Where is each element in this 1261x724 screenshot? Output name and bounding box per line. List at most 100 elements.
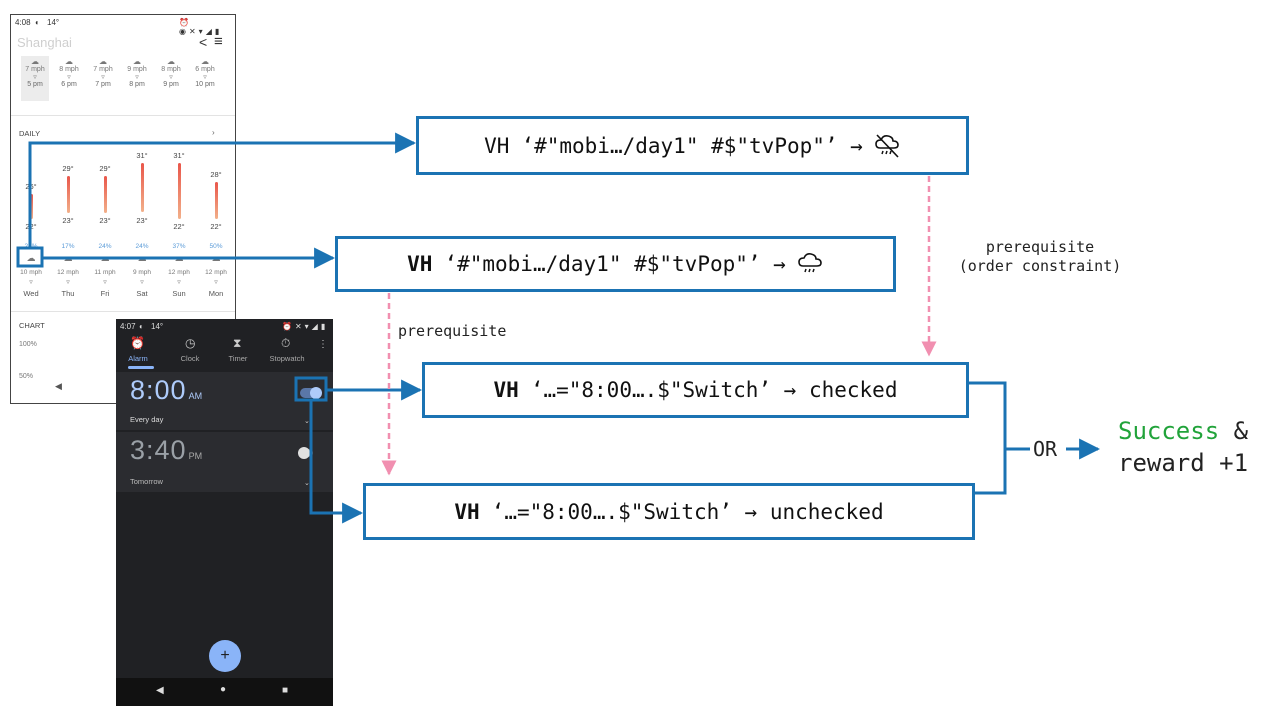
stopwatch-tab-icon[interactable]: ⏱ — [281, 336, 291, 350]
back-nav-icon[interactable]: ◀ — [156, 685, 164, 696]
chart-axis-100: 100% — [19, 341, 37, 348]
alarm-repeat: Tomorrow — [130, 477, 163, 486]
status-weather-icon: ◐ — [139, 322, 144, 331]
hourly-item[interactable]: ☁6 mph▿10 pm — [189, 57, 221, 88]
condition-box-weather-top: VH‘#"mobi…/day1" #$"tvPop"’ → — [416, 116, 969, 175]
condition-text: ‘…="8:00….$"Switch’ → checked — [530, 378, 898, 402]
alarm-ampm: PM — [188, 451, 203, 461]
daily-rain-chance: 24% — [98, 243, 112, 250]
status-temp: 14° — [47, 18, 60, 27]
hourly-wind: 8 mph — [161, 66, 181, 73]
overflow-menu-icon[interactable]: ⋮ — [318, 339, 328, 350]
tab-alarm[interactable]: Alarm — [128, 354, 148, 363]
wind-direction-icon: ▿ — [101, 74, 105, 81]
hourly-item[interactable]: ☁8 mph▿6 pm — [53, 57, 85, 88]
hourly-wind: 7 mph — [25, 66, 45, 73]
daily-wind: 10 mph — [20, 269, 42, 276]
wind-direction-icon: ▿ — [67, 74, 71, 81]
hourly-item[interactable]: ☁7 mph▿5 pm — [19, 57, 51, 88]
cloud-icon: ☁ — [201, 57, 209, 66]
vh-prefix: VH — [407, 252, 433, 276]
cloud-icon: ☁ — [99, 57, 107, 66]
tab-timer[interactable]: Timer — [228, 354, 248, 363]
arrow-to-unchecked-box — [309, 400, 364, 524]
recents-nav-icon[interactable]: ■ — [282, 685, 289, 696]
success-label: Success & reward +1 — [1118, 415, 1248, 479]
daily-high: 28° — [210, 169, 222, 179]
alarm-time: 3:40 — [130, 435, 187, 465]
add-alarm-button[interactable]: + — [209, 640, 241, 672]
chevron-down-icon[interactable]: ⌄ — [304, 480, 310, 487]
wind-direction-icon: ▿ — [103, 279, 107, 286]
daily-rain-chance: 17% — [61, 243, 75, 250]
status-time: 4:07 — [120, 322, 136, 331]
daily-low: 23° — [62, 215, 74, 225]
temp-range-bar — [215, 181, 218, 219]
hourly-item[interactable]: ☁8 mph▿9 pm — [155, 57, 187, 88]
daily-low: 22° — [210, 221, 222, 231]
status-time: 4:08 — [15, 18, 31, 27]
hourly-wind: 6 mph — [195, 66, 215, 73]
hourly-wind: 8 mph — [59, 66, 79, 73]
tab-clock[interactable]: Clock — [180, 354, 200, 363]
hourly-time: 9 pm — [163, 81, 179, 88]
cloud-icon: ☁ — [133, 57, 141, 66]
daily-wind: 11 mph — [94, 269, 116, 276]
switch-thumb — [310, 387, 322, 399]
arrow-to-top-box — [28, 132, 417, 248]
success-word: Success — [1118, 417, 1220, 445]
condition-box-weather-mid: VH ‘#"mobi…/day1" #$"tvPop"’ → — [335, 236, 896, 292]
alarm-time: 8:00 — [130, 375, 187, 405]
status-icons: ⏰◉✕▾◢▮ — [179, 18, 223, 36]
daily-high: 29° — [62, 163, 74, 173]
daily-day: Thu — [61, 289, 75, 298]
daily-high: 31° — [136, 151, 148, 161]
temp-range-bar — [67, 175, 70, 213]
hourly-item[interactable]: ☁9 mph▿8 pm — [121, 57, 153, 88]
wind-direction-icon: ▿ — [66, 279, 70, 286]
clock-tab-icon[interactable]: ◷ — [185, 336, 196, 350]
hourly-time: 10 pm — [195, 81, 215, 88]
condition-text: ‘…="8:00….$"Switch’ → unchecked — [491, 499, 884, 524]
reward-text: reward +1 — [1118, 449, 1249, 477]
daily-high: 31° — [173, 151, 185, 161]
divider — [11, 311, 235, 312]
hourly-item[interactable]: ☁7 mph▿7 pm — [87, 57, 119, 88]
alarm-repeat: Every day — [130, 415, 164, 424]
cloud-icon: ☁ — [26, 253, 36, 263]
prereq-label-left: prerequisite — [398, 322, 507, 340]
nav-bar: ◀ ● ■ — [116, 678, 333, 706]
daily-day: Fri — [100, 289, 110, 298]
active-tab-indicator — [128, 366, 154, 369]
daily-low: 23° — [99, 215, 111, 225]
daily-expand-icon[interactable]: › — [212, 128, 215, 137]
menu-icon[interactable]: ≡ — [214, 33, 223, 50]
daily-wind: 12 mph — [168, 269, 190, 276]
status-weather-icon: ◐ — [35, 18, 40, 27]
share-icon[interactable]: < — [199, 34, 208, 50]
back-nav-icon[interactable]: ◀ — [55, 381, 62, 391]
tab-stopwatch[interactable]: Stopwatch — [269, 354, 305, 363]
selected-hour-highlight — [21, 56, 49, 101]
wind-direction-icon: ▿ — [140, 279, 144, 286]
temp-range-bar — [141, 163, 144, 213]
wind-direction-icon: ▿ — [214, 279, 218, 286]
timer-tab-icon[interactable]: ⧗ — [233, 336, 242, 350]
wind-direction-icon: ▿ — [177, 279, 181, 286]
alarm-switch-off[interactable] — [298, 447, 313, 459]
hourly-wind: 7 mph — [93, 66, 113, 73]
alarm-tab-icon[interactable]: ⏰ — [130, 336, 145, 350]
home-nav-icon[interactable]: ● — [220, 684, 227, 695]
alarm-switch-on[interactable] — [300, 387, 322, 399]
chart-axis-50: 50% — [19, 373, 34, 380]
condition-box-switch-checked: VH‘…="8:00….$"Switch’ → checked — [422, 362, 969, 418]
cloud-icon: ☁ — [31, 57, 39, 66]
chart-label: CHART — [19, 321, 45, 330]
daily-rain-chance: 37% — [172, 243, 186, 250]
hourly-time: 5 pm — [27, 81, 43, 88]
condition-text: ‘#"mobi…/day1" #$"tvPop"’ → — [444, 252, 786, 276]
chevron-down-icon[interactable]: ⌄ — [304, 418, 310, 425]
rain-cloud-crossed-icon — [875, 133, 899, 158]
daily-wind: 12 mph — [57, 269, 79, 276]
